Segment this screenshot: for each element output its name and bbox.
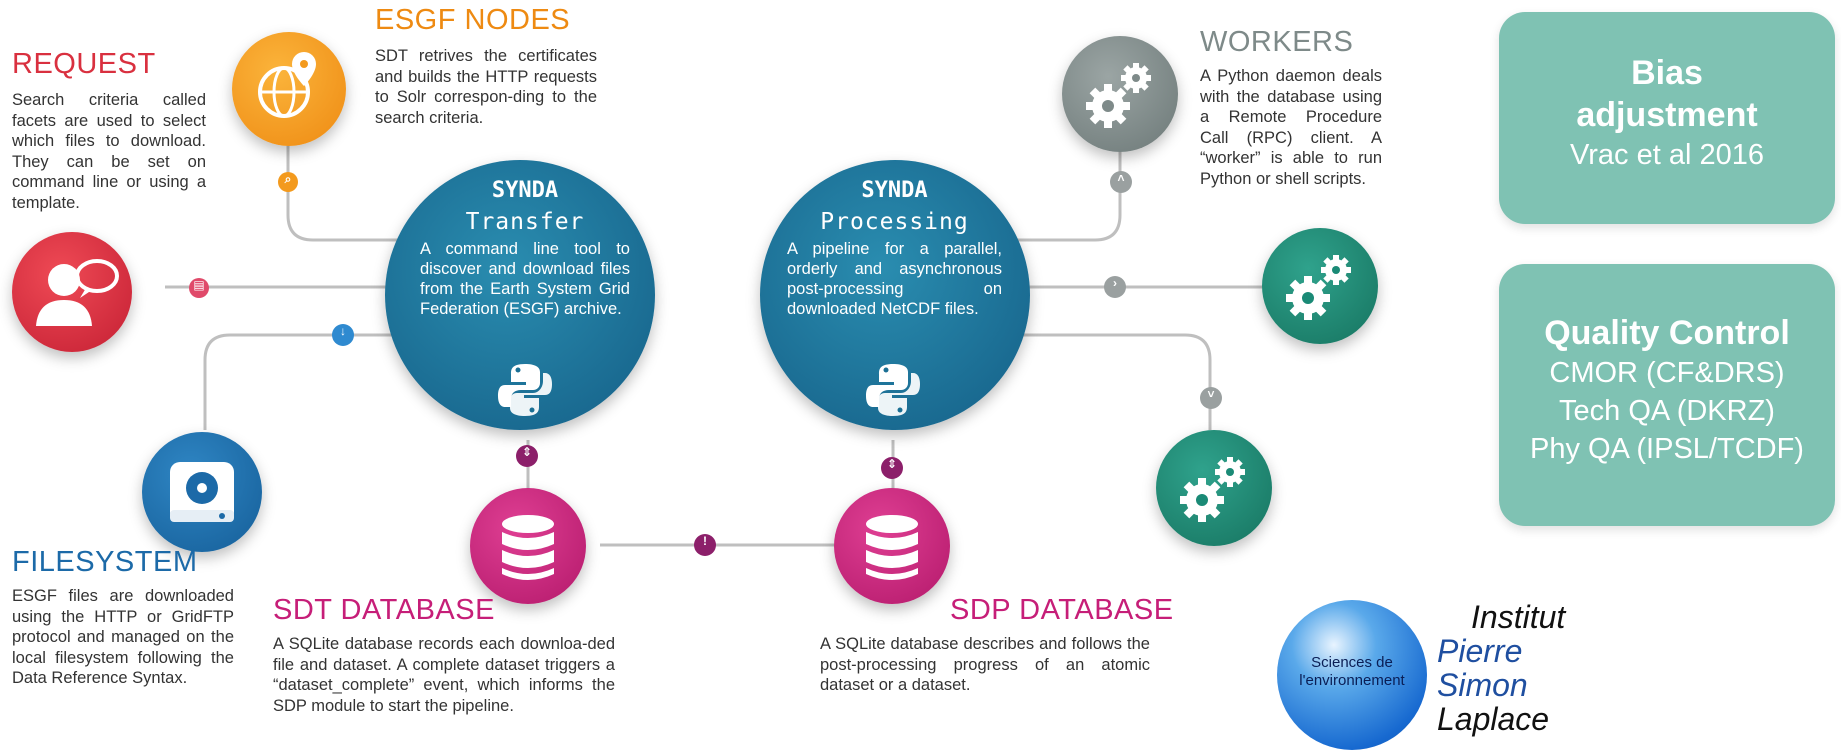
- user-speech-icon: [36, 259, 119, 326]
- request-title: REQUEST: [12, 48, 156, 80]
- globe-label: Sciences de l'environnement: [1299, 654, 1405, 689]
- qc-box-title: Quality Control: [1544, 314, 1790, 352]
- filesystem-text: ESGF files are downloaded using the HTTP…: [12, 587, 234, 687]
- bias-box-title: Bias adjustment: [1576, 54, 1758, 134]
- filesystem-circle: [142, 432, 262, 552]
- request-text: Search criteria called facets are used t…: [12, 91, 206, 212]
- gears-icon: [1086, 63, 1151, 128]
- download-dot-icon: ↓: [332, 324, 354, 346]
- python-logo-icon: [866, 364, 920, 416]
- bias-box-reference: Vrac et al 2016: [1570, 139, 1764, 171]
- bias-adjustment-box: Bias adjustment Vrac et al 2016: [1499, 12, 1835, 224]
- qc-box-line-1: CMOR (CF&DRS): [1549, 357, 1785, 389]
- up-dot-icon: ˄: [1110, 171, 1132, 193]
- request-circle: [12, 232, 132, 352]
- synda-processing-content: SYNDA Processing A pipeline for a parall…: [787, 178, 1002, 319]
- sdt-database-text: A SQLite database records each downloa-d…: [273, 635, 615, 715]
- logo-institut: Institut: [1471, 599, 1566, 635]
- synda-transfer-text: A command line tool to discover and down…: [420, 240, 630, 318]
- esgf-text: SDT retrives the certificates and builds…: [375, 47, 597, 127]
- sciences-environnement-globe: Sciences de l'environnement: [1277, 600, 1427, 750]
- logo-simon: Simon: [1437, 667, 1528, 703]
- down-dot-icon: ˅: [1200, 387, 1222, 409]
- synda-transfer-name: SYNDA: [491, 178, 559, 203]
- right-dot-icon: ›: [1104, 276, 1126, 298]
- worker-teal-circle-2: [1156, 430, 1272, 546]
- updown-dot-icon: ⇕: [881, 457, 903, 479]
- gears-icon: [1286, 255, 1351, 320]
- database-icon: [866, 515, 918, 580]
- workers-text: A Python daemon deals with the database …: [1200, 67, 1382, 188]
- worker-teal-circle-1: [1262, 228, 1378, 344]
- worker-gray-circle: [1062, 36, 1178, 152]
- database-icon: [502, 515, 554, 580]
- qc-box-line-2: Tech QA (DKRZ): [1559, 395, 1775, 427]
- filesystem-title: FILESYSTEM: [12, 546, 198, 578]
- sdp-database-title: SDP DATABASE: [950, 594, 1174, 626]
- esgf-circle: [232, 32, 346, 146]
- workers-title: WORKERS: [1200, 26, 1354, 58]
- sdp-database-circle: [834, 488, 950, 604]
- alert-dot-icon: !: [694, 534, 716, 556]
- gears-icon: [1180, 457, 1245, 522]
- synda-transfer-sub: Transfer: [465, 209, 585, 235]
- search-dot-icon: ⌕: [278, 172, 298, 192]
- logo-pierre: Pierre: [1437, 633, 1523, 669]
- sdt-database-circle: [470, 488, 586, 604]
- python-logo-icon: [498, 364, 552, 416]
- logo-laplace: Laplace: [1437, 701, 1550, 737]
- quality-control-box: Quality Control CMOR (CF&DRS) Tech QA (D…: [1499, 264, 1835, 526]
- synda-processing-sub: Processing: [820, 209, 969, 235]
- document-dot-icon: ▤: [189, 278, 209, 298]
- sdt-database-title: SDT DATABASE: [273, 594, 495, 626]
- globe-pin-icon: [258, 52, 316, 118]
- synda-processing-text: A pipeline for a parallel, orderly and a…: [787, 240, 1002, 318]
- synda-transfer-content: SYNDA Transfer A command line tool to di…: [420, 178, 630, 319]
- synda-processing-name: SYNDA: [861, 178, 928, 203]
- ipsl-wordmark: Institut Pierre Simon Laplace: [1437, 600, 1565, 736]
- esgf-title: ESGF NODES: [375, 4, 571, 36]
- qc-box-line-3: Phy QA (IPSL/TCDF): [1530, 433, 1804, 465]
- sdp-database-text: A SQLite database describes and follows …: [820, 635, 1150, 694]
- hard-drive-icon: [170, 462, 234, 522]
- updown-dot-icon: ⇕: [516, 445, 538, 467]
